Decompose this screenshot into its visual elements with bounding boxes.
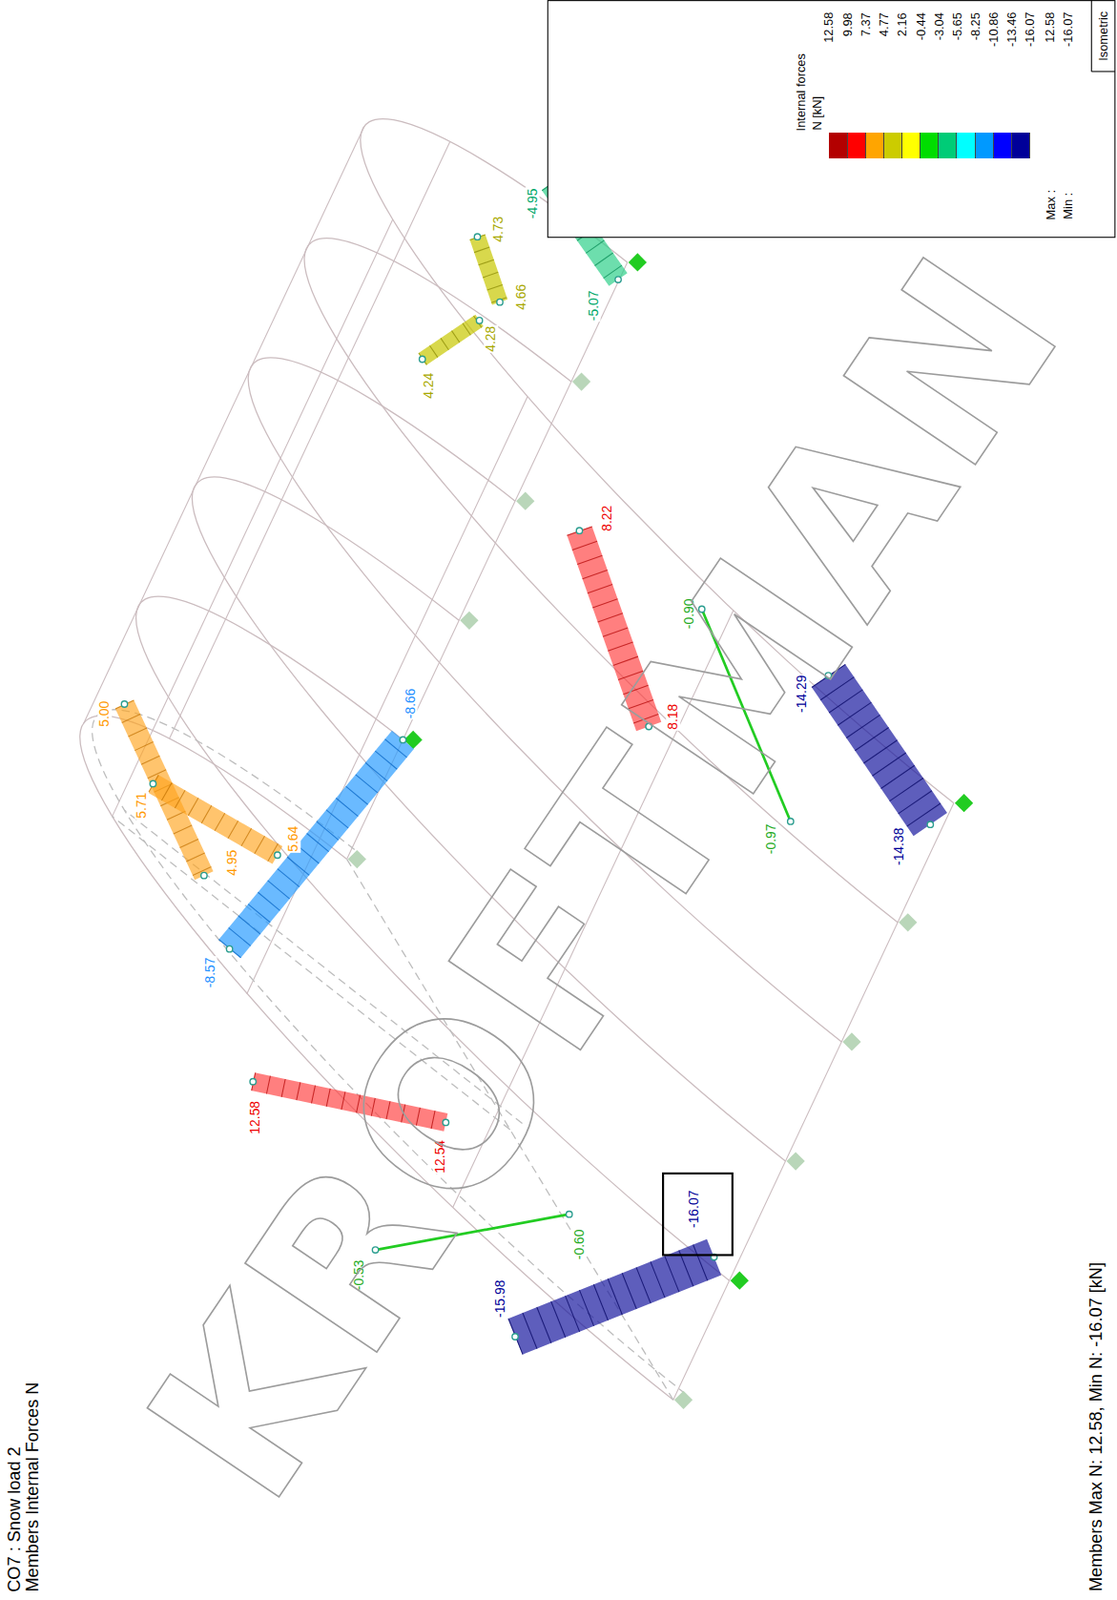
force-value: 4.66 [514, 282, 529, 311]
legend-value: -5.65 [951, 12, 964, 41]
legend-value: -10.86 [987, 12, 1000, 47]
force-value: 5.71 [134, 791, 149, 820]
force-value: 4.95 [226, 848, 241, 877]
legend-value: 4.77 [877, 12, 890, 37]
legend-swatch [938, 132, 957, 159]
force-value: -8.66 [402, 687, 417, 721]
legend-swatch [975, 132, 994, 159]
legend-swatch [902, 132, 921, 159]
legend-value: -3.04 [932, 12, 946, 41]
force-value: -15.98 [493, 1278, 508, 1318]
legend-unit: N [kN] [810, 96, 824, 131]
force-value: -8.57 [203, 955, 218, 989]
result-summary: Members Max N: 12.58, Min N: -16.07 [kN] [1087, 1261, 1106, 1592]
highlight-box [662, 1173, 733, 1256]
legend-title: Internal forces [794, 53, 807, 131]
legend-value: -0.44 [914, 12, 928, 41]
legend-max-value: 12.58 [1044, 12, 1057, 43]
legend-swatch [884, 132, 903, 159]
legend-swatch [993, 132, 1013, 159]
legend-swatch [1012, 132, 1031, 159]
legend-swatch [866, 132, 885, 159]
legend-swatch [828, 132, 848, 159]
view-subtitle: Members Internal Forces N [24, 1381, 43, 1592]
legend-min-value: -16.07 [1061, 12, 1075, 47]
force-value: 5.64 [287, 824, 302, 852]
view-title: CO7 : Snow load 2 [5, 1446, 24, 1592]
legend-min-label: Min : [1061, 192, 1075, 220]
force-value: 5.00 [97, 700, 112, 728]
force-value: 4.73 [492, 215, 507, 244]
force-value: 4.28 [483, 324, 498, 352]
force-value: 8.22 [599, 504, 615, 533]
legend-value: 7.37 [859, 12, 872, 37]
legend-panel [547, 0, 1116, 238]
legend-swatch [920, 132, 939, 159]
legend-swatch [848, 132, 867, 159]
force-value: -16.07 [686, 1188, 702, 1228]
legend-swatch [956, 132, 975, 159]
legend-value: 12.58 [823, 12, 836, 43]
force-value: -14.38 [891, 827, 907, 867]
view-name: Isometric [1096, 11, 1110, 62]
legend-value: -16.07 [1023, 12, 1036, 47]
watermark: KROFTMAN [111, 219, 1103, 1536]
force-value: -0.60 [572, 1228, 587, 1262]
legend-value: -13.46 [1005, 12, 1018, 47]
legend-max-label: Max : [1044, 189, 1057, 220]
legend-value: 9.98 [841, 12, 854, 37]
force-value: 12.58 [248, 1098, 263, 1135]
force-value: -4.95 [525, 187, 540, 221]
force-value: -5.07 [586, 289, 601, 323]
force-value: 4.24 [421, 372, 436, 400]
legend-value: 2.16 [895, 12, 909, 37]
legend-value: -8.25 [969, 12, 982, 41]
